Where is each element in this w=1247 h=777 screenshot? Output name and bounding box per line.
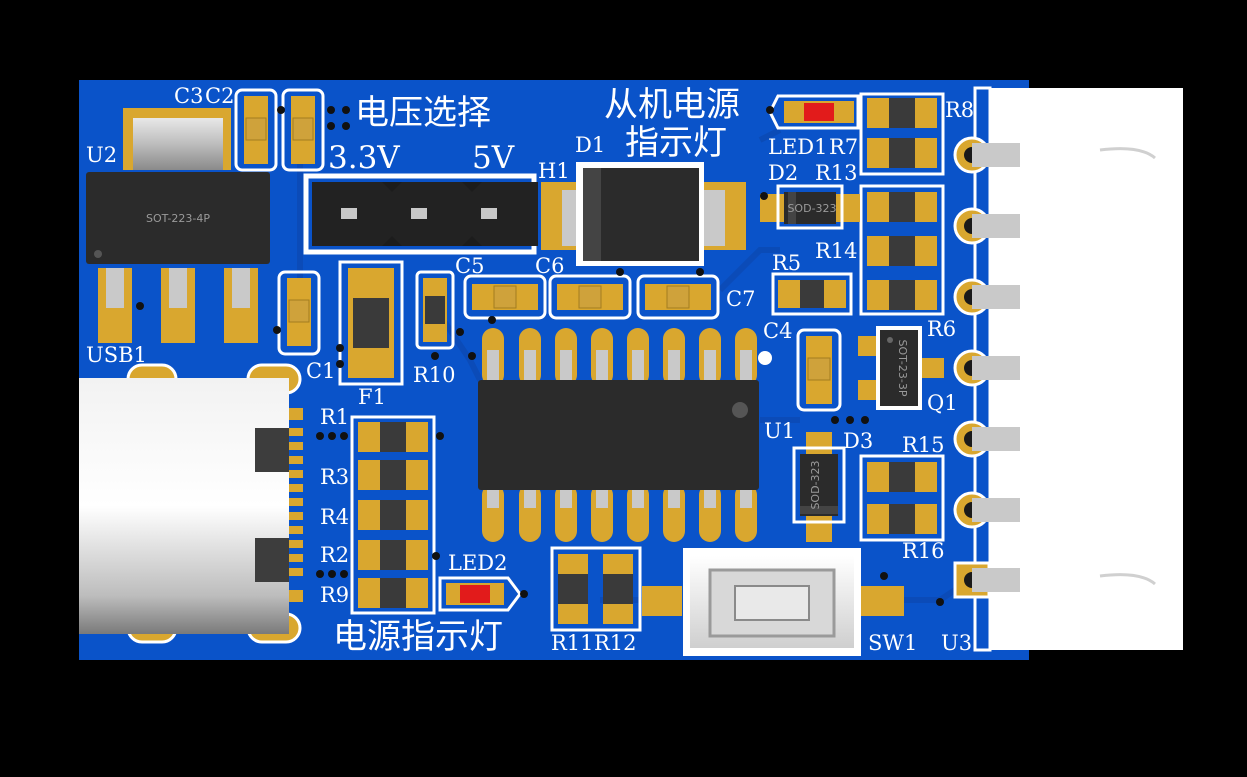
designator-r8: R8 <box>945 98 974 122</box>
header-h1 <box>303 173 538 255</box>
capacitors-c3-c2 <box>234 88 325 172</box>
designator-r15: R15 <box>902 433 945 457</box>
designator-r16: R16 <box>902 539 945 563</box>
designator-q1: Q1 <box>927 391 958 415</box>
designator-r14: R14 <box>815 239 858 263</box>
connector-pins <box>953 136 1020 599</box>
voltage-select-label: 电压选择 <box>355 93 491 133</box>
designator-r7: R7 <box>829 135 858 159</box>
designator-r1: R1 <box>320 405 349 429</box>
diode-d1 <box>541 162 746 266</box>
designator-u1: U1 <box>764 419 795 443</box>
capacitors-c5-c6-c7 <box>463 274 720 320</box>
q1-marking: SOT-23-3P <box>896 340 909 397</box>
led1 <box>768 94 860 130</box>
designator-d3: D3 <box>843 429 873 453</box>
diode-d2: SOD-323 <box>760 184 860 230</box>
designator-c6: C6 <box>535 254 564 278</box>
resistors-r11-r12 <box>550 546 642 632</box>
v33-label: 3.3V <box>328 140 400 176</box>
designator-c5: C5 <box>455 254 484 278</box>
designator-f1: F1 <box>358 385 386 409</box>
capacitor-c4 <box>796 328 842 412</box>
designator-c7: C7 <box>726 287 755 311</box>
switch-sw1 <box>642 548 904 656</box>
designator-led1: LED1 <box>768 135 827 159</box>
ic-u1 <box>478 328 772 542</box>
designator-r6: R6 <box>927 317 956 341</box>
designator-r5: R5 <box>772 251 801 275</box>
resistor-r10 <box>415 270 455 350</box>
designator-r12: R12 <box>594 631 637 655</box>
led2 <box>438 576 522 612</box>
usb-c-connector <box>79 363 303 644</box>
designator-r4: R4 <box>320 505 349 529</box>
designator-c3: C3 <box>174 84 203 108</box>
v5-label: 5V <box>472 140 515 176</box>
u2-marking: SOT-223-4P <box>146 212 210 225</box>
designator-u2: U2 <box>86 143 117 167</box>
vias <box>136 106 944 606</box>
designator-h1: H1 <box>538 159 570 183</box>
resistor-array-right <box>771 92 945 542</box>
designator-r2: R2 <box>320 543 349 567</box>
regulator-u2: SOT-223-4P <box>86 108 270 343</box>
slave-power-label-line2: 指示灯 <box>625 123 727 163</box>
designator-usb1: USB1 <box>86 343 147 367</box>
designator-c4: C4 <box>763 319 792 343</box>
d2-marking: SOD-323 <box>787 202 836 215</box>
d3-marking: SOD-323 <box>809 460 822 509</box>
designator-r13: R13 <box>815 161 858 185</box>
designator-c1: C1 <box>306 359 335 383</box>
transistor-q1: SOT-23-3P <box>858 326 944 410</box>
designator-d1: D1 <box>575 133 605 157</box>
designator-sw1: SW1 <box>868 631 917 655</box>
resistor-array-left <box>350 415 436 615</box>
designator-r11: R11 <box>551 631 594 655</box>
designator-led2: LED2 <box>448 551 507 575</box>
designator-r3: R3 <box>320 465 349 489</box>
designator-u3: U3 <box>941 631 972 655</box>
designators: C3 C2 U2 USB1 C1 F1 R10 H1 D1 C5 C6 C7 L… <box>86 84 974 655</box>
designator-r9: R9 <box>320 583 349 607</box>
designator-d2: D2 <box>768 161 798 185</box>
fuse-f1 <box>338 260 404 386</box>
slave-power-label-line1: 从机电源 <box>604 85 740 125</box>
connector-u3 <box>973 86 1183 652</box>
power-indicator-label: 电源指示灯 <box>333 617 503 657</box>
designator-r10: R10 <box>413 363 456 387</box>
capacitor-c1 <box>277 270 321 356</box>
diode-d3: SOD-323 <box>792 432 846 542</box>
designator-c2: C2 <box>205 84 234 108</box>
